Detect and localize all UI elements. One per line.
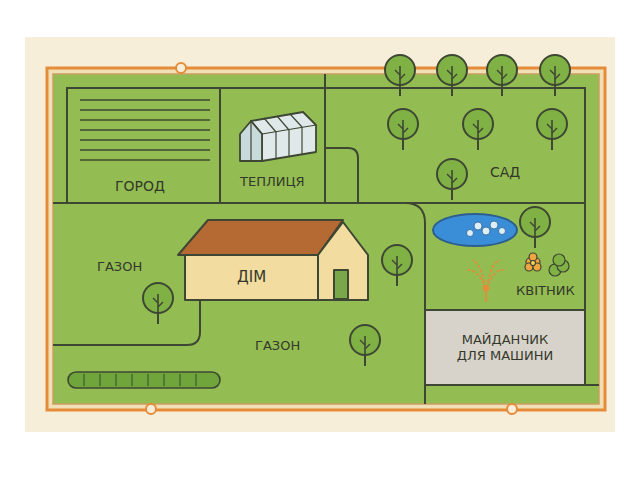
- path-lines: [53, 74, 599, 404]
- greenhouse-icon: [240, 112, 316, 161]
- area-name: ГАЗОН: [95, 258, 144, 276]
- area-name: ГОРОД: [115, 178, 165, 194]
- paper-ground: [25, 37, 615, 432]
- flowers: [525, 253, 569, 276]
- area-name: ДІМ: [237, 269, 266, 285]
- lawn-label: ГАЗОН: [97, 259, 142, 275]
- area-label: ТЕПЛИЦЯ: [238, 173, 307, 191]
- area-name: КВІТНИК: [516, 283, 575, 299]
- sprinkler: [466, 260, 504, 302]
- area-box: МАЙДАНЧИК ДЛЯ МАШИНИ: [425, 310, 585, 385]
- area-name: САД: [490, 164, 520, 180]
- lawn-label: ГАЗОН: [255, 338, 300, 354]
- area-name: ТЕПЛИЦЯ: [240, 174, 305, 190]
- pond: [433, 214, 517, 246]
- vegetable-rows: [80, 100, 210, 160]
- area-name: ГАЗОН: [253, 337, 302, 355]
- plot-ground: [53, 74, 599, 404]
- house: [178, 220, 368, 300]
- area-name: МАЙДАНЧИК ДЛЯ МАШИНИ: [449, 332, 561, 364]
- fence: [47, 68, 605, 410]
- area-label: САД: [488, 163, 522, 181]
- area-label: ГОРОД: [113, 177, 167, 195]
- parking-pad: [425, 310, 585, 385]
- hedge: [68, 372, 220, 388]
- area-label: КВІТНИК: [514, 282, 577, 300]
- area-label: ДІМ: [235, 268, 268, 286]
